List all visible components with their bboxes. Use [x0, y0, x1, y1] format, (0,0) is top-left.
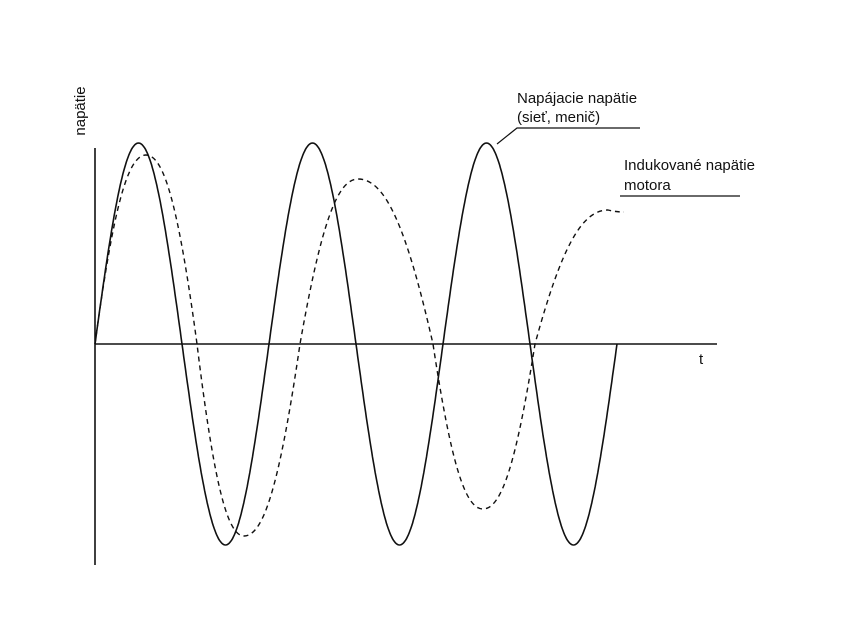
x-axis-label: t	[699, 351, 704, 368]
supply-label-line1: Napájacie napätie	[517, 90, 637, 107]
y-axis-label: napätie	[72, 86, 89, 135]
supply-voltage-curve	[94, 142, 618, 546]
induced-label-line1: Indukované napätie	[624, 157, 755, 174]
induced-label-line2: motora	[624, 177, 671, 194]
induced-voltage-curve	[94, 154, 625, 537]
supply-label-leader	[496, 127, 640, 145]
supply-label-line2: (sieť, menič)	[517, 109, 600, 126]
